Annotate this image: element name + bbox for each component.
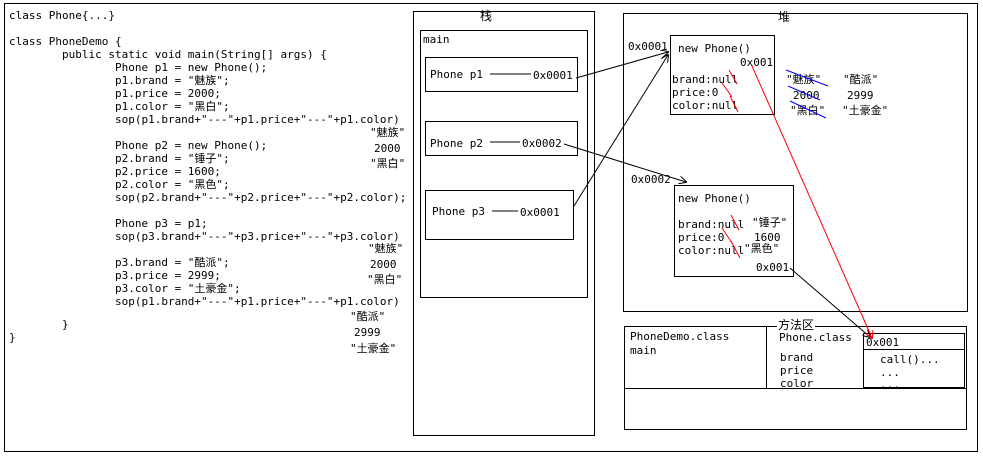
main-frame-label: main	[423, 33, 450, 46]
code-line: sop(p1.brand+"---"+p1.price+"---"+p1.col…	[9, 113, 400, 126]
heap-obj2-field: price:0	[678, 231, 725, 244]
code-line: p2.brand = "锤子";	[9, 152, 230, 165]
stack-var-name: Phone p2	[430, 137, 483, 150]
heap-obj2-addr: 0x0002	[631, 173, 671, 186]
diagram-frame	[4, 3, 978, 452]
code-line: }	[9, 318, 69, 331]
output-value: 2999	[354, 326, 381, 339]
output-value: 2000	[374, 142, 401, 155]
blue-strike-mark	[789, 100, 827, 119]
stack-var-name: Phone p3	[432, 205, 485, 218]
code-line: p1.color = "黑白";	[9, 100, 230, 113]
obj2-method-arrow	[789, 267, 870, 337]
code-line: p2.color = "黑色";	[9, 178, 230, 191]
heap-obj2-field: brand:null	[678, 218, 745, 231]
p1-to-heap-arrow	[575, 52, 668, 79]
code-line: sop(p3.brand+"---"+p3.price+"---"+p3.col…	[9, 230, 400, 243]
obj1-method-arrow	[751, 65, 872, 338]
stack-var-addr: 0x0001	[533, 69, 573, 82]
method-area-method: ...	[880, 366, 900, 379]
stack-area	[413, 11, 595, 436]
strike-mark	[730, 214, 740, 231]
output-value: "酷派"	[350, 310, 386, 323]
code-line: p1.price = 2000;	[9, 87, 221, 100]
heap-obj2-value: "黑色"	[744, 242, 780, 255]
code-line: Phone p3 = p1;	[9, 217, 208, 230]
stack-var-name: Phone p1	[430, 68, 483, 81]
output-value: "黑白"	[370, 157, 406, 170]
code-line: p1.brand = "魅族";	[9, 74, 230, 87]
heap-obj1-title: new Phone()	[678, 42, 751, 55]
heap-obj2-method-ref: 0x001	[756, 261, 790, 274]
code-line: }	[9, 331, 16, 344]
heap-obj1-field: color:null	[672, 99, 739, 112]
code-line: public static void main(String[] args) {	[9, 48, 327, 61]
method-area-phone-field: price	[780, 364, 814, 377]
heap-obj2-value: "锤子"	[752, 216, 788, 229]
p2-to-heap-arrow	[563, 143, 686, 182]
code-line: sop(p1.brand+"---"+p1.price+"---"+p1.col…	[9, 295, 400, 308]
code-line: p3.brand = "酷派";	[9, 256, 230, 269]
method-area-demo-method: main	[630, 344, 657, 357]
heap-obj1-value-new: "土豪金"	[842, 104, 889, 117]
strike-mark	[721, 82, 733, 98]
output-value: "魅族"	[370, 126, 406, 139]
heap-obj1-value-new: 2999	[847, 89, 874, 102]
code-line: Phone p1 = new Phone();	[9, 61, 268, 74]
output-value: "魅族"	[368, 242, 404, 255]
stack-title: 栈	[480, 9, 493, 23]
heap-obj1-value-new: "酷派"	[843, 73, 879, 86]
method-area-demo-class: PhoneDemo.class	[630, 330, 730, 343]
method-area-phone-methods-box	[863, 333, 965, 388]
code-line: class Phone{...}	[9, 9, 115, 22]
strike-mark	[729, 95, 739, 113]
output-value: 2000	[370, 258, 397, 271]
method-area-addr: 0x001	[866, 336, 900, 349]
stack-var-addr: 0x0002	[522, 137, 562, 150]
method-area-phone-methods-divider	[863, 349, 965, 350]
code-line: sop(p2.brand+"---"+p2.price+"---"+p2.col…	[9, 191, 407, 204]
output-value: "黑白"	[367, 273, 403, 286]
heap-obj1-field: brand:null	[672, 73, 739, 86]
code-line: p2.price = 1600;	[9, 165, 221, 178]
method-area-title: 方法区	[777, 316, 816, 333]
strike-mark	[730, 240, 741, 259]
method-area-phone-field: brand	[780, 351, 814, 364]
heap-obj2-value: 1600	[754, 231, 781, 244]
method-area-divider	[625, 388, 966, 389]
heap-obj1-addr: 0x0001	[628, 40, 668, 53]
blue-strike-mark	[787, 85, 821, 101]
p3-to-heap-arrow	[573, 55, 668, 207]
heap-obj2-field: color:null	[678, 244, 745, 257]
code-line: p3.color = "土豪金";	[9, 282, 241, 295]
blue-strike-mark	[785, 69, 829, 87]
strike-mark	[728, 69, 738, 85]
stack-var-p3	[425, 190, 574, 240]
heap-object-2	[674, 185, 794, 277]
method-area-phone-class: Phone.class	[779, 331, 852, 344]
code-line: Phone p2 = new Phone();	[9, 139, 268, 152]
code-line: p3.price = 2999;	[9, 269, 221, 282]
stack-var-p2	[425, 121, 578, 156]
stack-var-addr: 0x0001	[520, 206, 560, 219]
method-area-method: call()...	[880, 353, 940, 366]
stack-var-p1	[425, 57, 578, 92]
output-value: "土豪金"	[350, 342, 397, 355]
strike-mark	[721, 227, 733, 244]
code-line: class PhoneDemo {	[9, 35, 122, 48]
heap-obj1-method-ref: 0x001	[740, 56, 774, 69]
method-area-method: ...	[880, 378, 900, 391]
method-area-phone-field: color	[780, 377, 814, 390]
method-area-separator	[766, 327, 767, 388]
heap-object-1	[670, 35, 775, 115]
heap-obj1-field: price:0	[672, 86, 719, 99]
heap-obj1-value-old: "魅族"	[786, 73, 822, 86]
heap-obj1-value-old: 2000	[793, 89, 820, 102]
main-frame	[420, 30, 588, 298]
heap-obj2-title: new Phone()	[678, 192, 751, 205]
heap-title: 堆	[778, 10, 791, 24]
